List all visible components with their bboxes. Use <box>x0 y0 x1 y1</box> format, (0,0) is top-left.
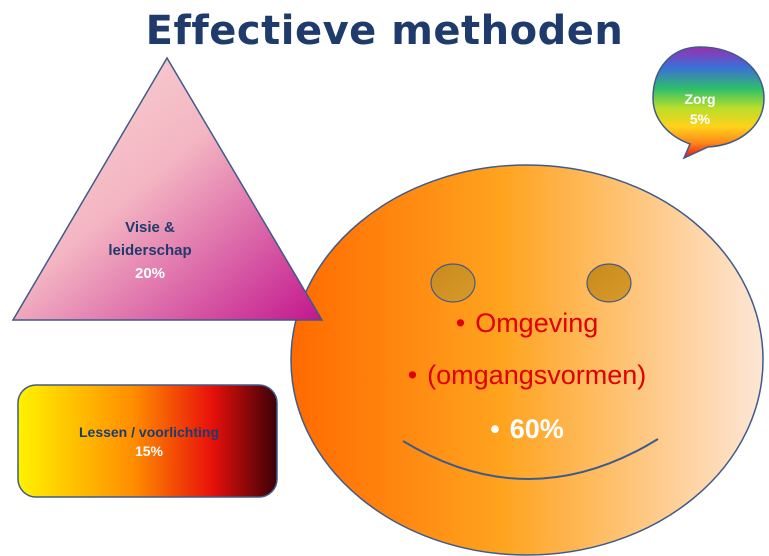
bullet-icon: • <box>407 360 418 390</box>
bullet-icon: • <box>455 308 466 338</box>
speech-bubble-shape <box>652 46 765 160</box>
smile-mouth-shape <box>402 438 659 480</box>
bullet-icon: • <box>490 414 500 444</box>
box-percent: 15% <box>134 443 164 459</box>
box-label: Lessen / voorlichting 15% <box>20 423 278 461</box>
face-line-omgangsvormen: • (omgangsvormen) <box>292 360 762 391</box>
rounded-box-shape <box>17 384 278 498</box>
bubble-label-text: Zorg <box>684 91 716 107</box>
slide-title: Effectieve methoden <box>145 8 624 54</box>
triangle-line2: leiderschap <box>108 242 192 259</box>
triangle-percent: 20% <box>134 265 166 282</box>
face-line1-text: Omgeving <box>475 308 599 338</box>
triangle-line1: Visie & <box>125 219 175 236</box>
smiley-face-shape <box>290 164 764 556</box>
face-line-omgeving: • Omgeving <box>292 308 762 339</box>
face-percent-text: 60% <box>509 414 564 444</box>
box-label-text: Lessen / voorlichting <box>78 424 220 440</box>
face-line-percent: • 60% <box>292 414 762 445</box>
triangle-shape <box>11 56 324 321</box>
left-eye-shape <box>430 263 476 303</box>
triangle-label: Visie & leiderschap 20% <box>95 216 205 285</box>
right-eye-shape <box>586 263 632 303</box>
bubble-label: Zorg 5% <box>668 89 732 129</box>
bubble-percent: 5% <box>689 111 711 127</box>
face-line2-text: (omgangsvormen) <box>427 360 647 390</box>
